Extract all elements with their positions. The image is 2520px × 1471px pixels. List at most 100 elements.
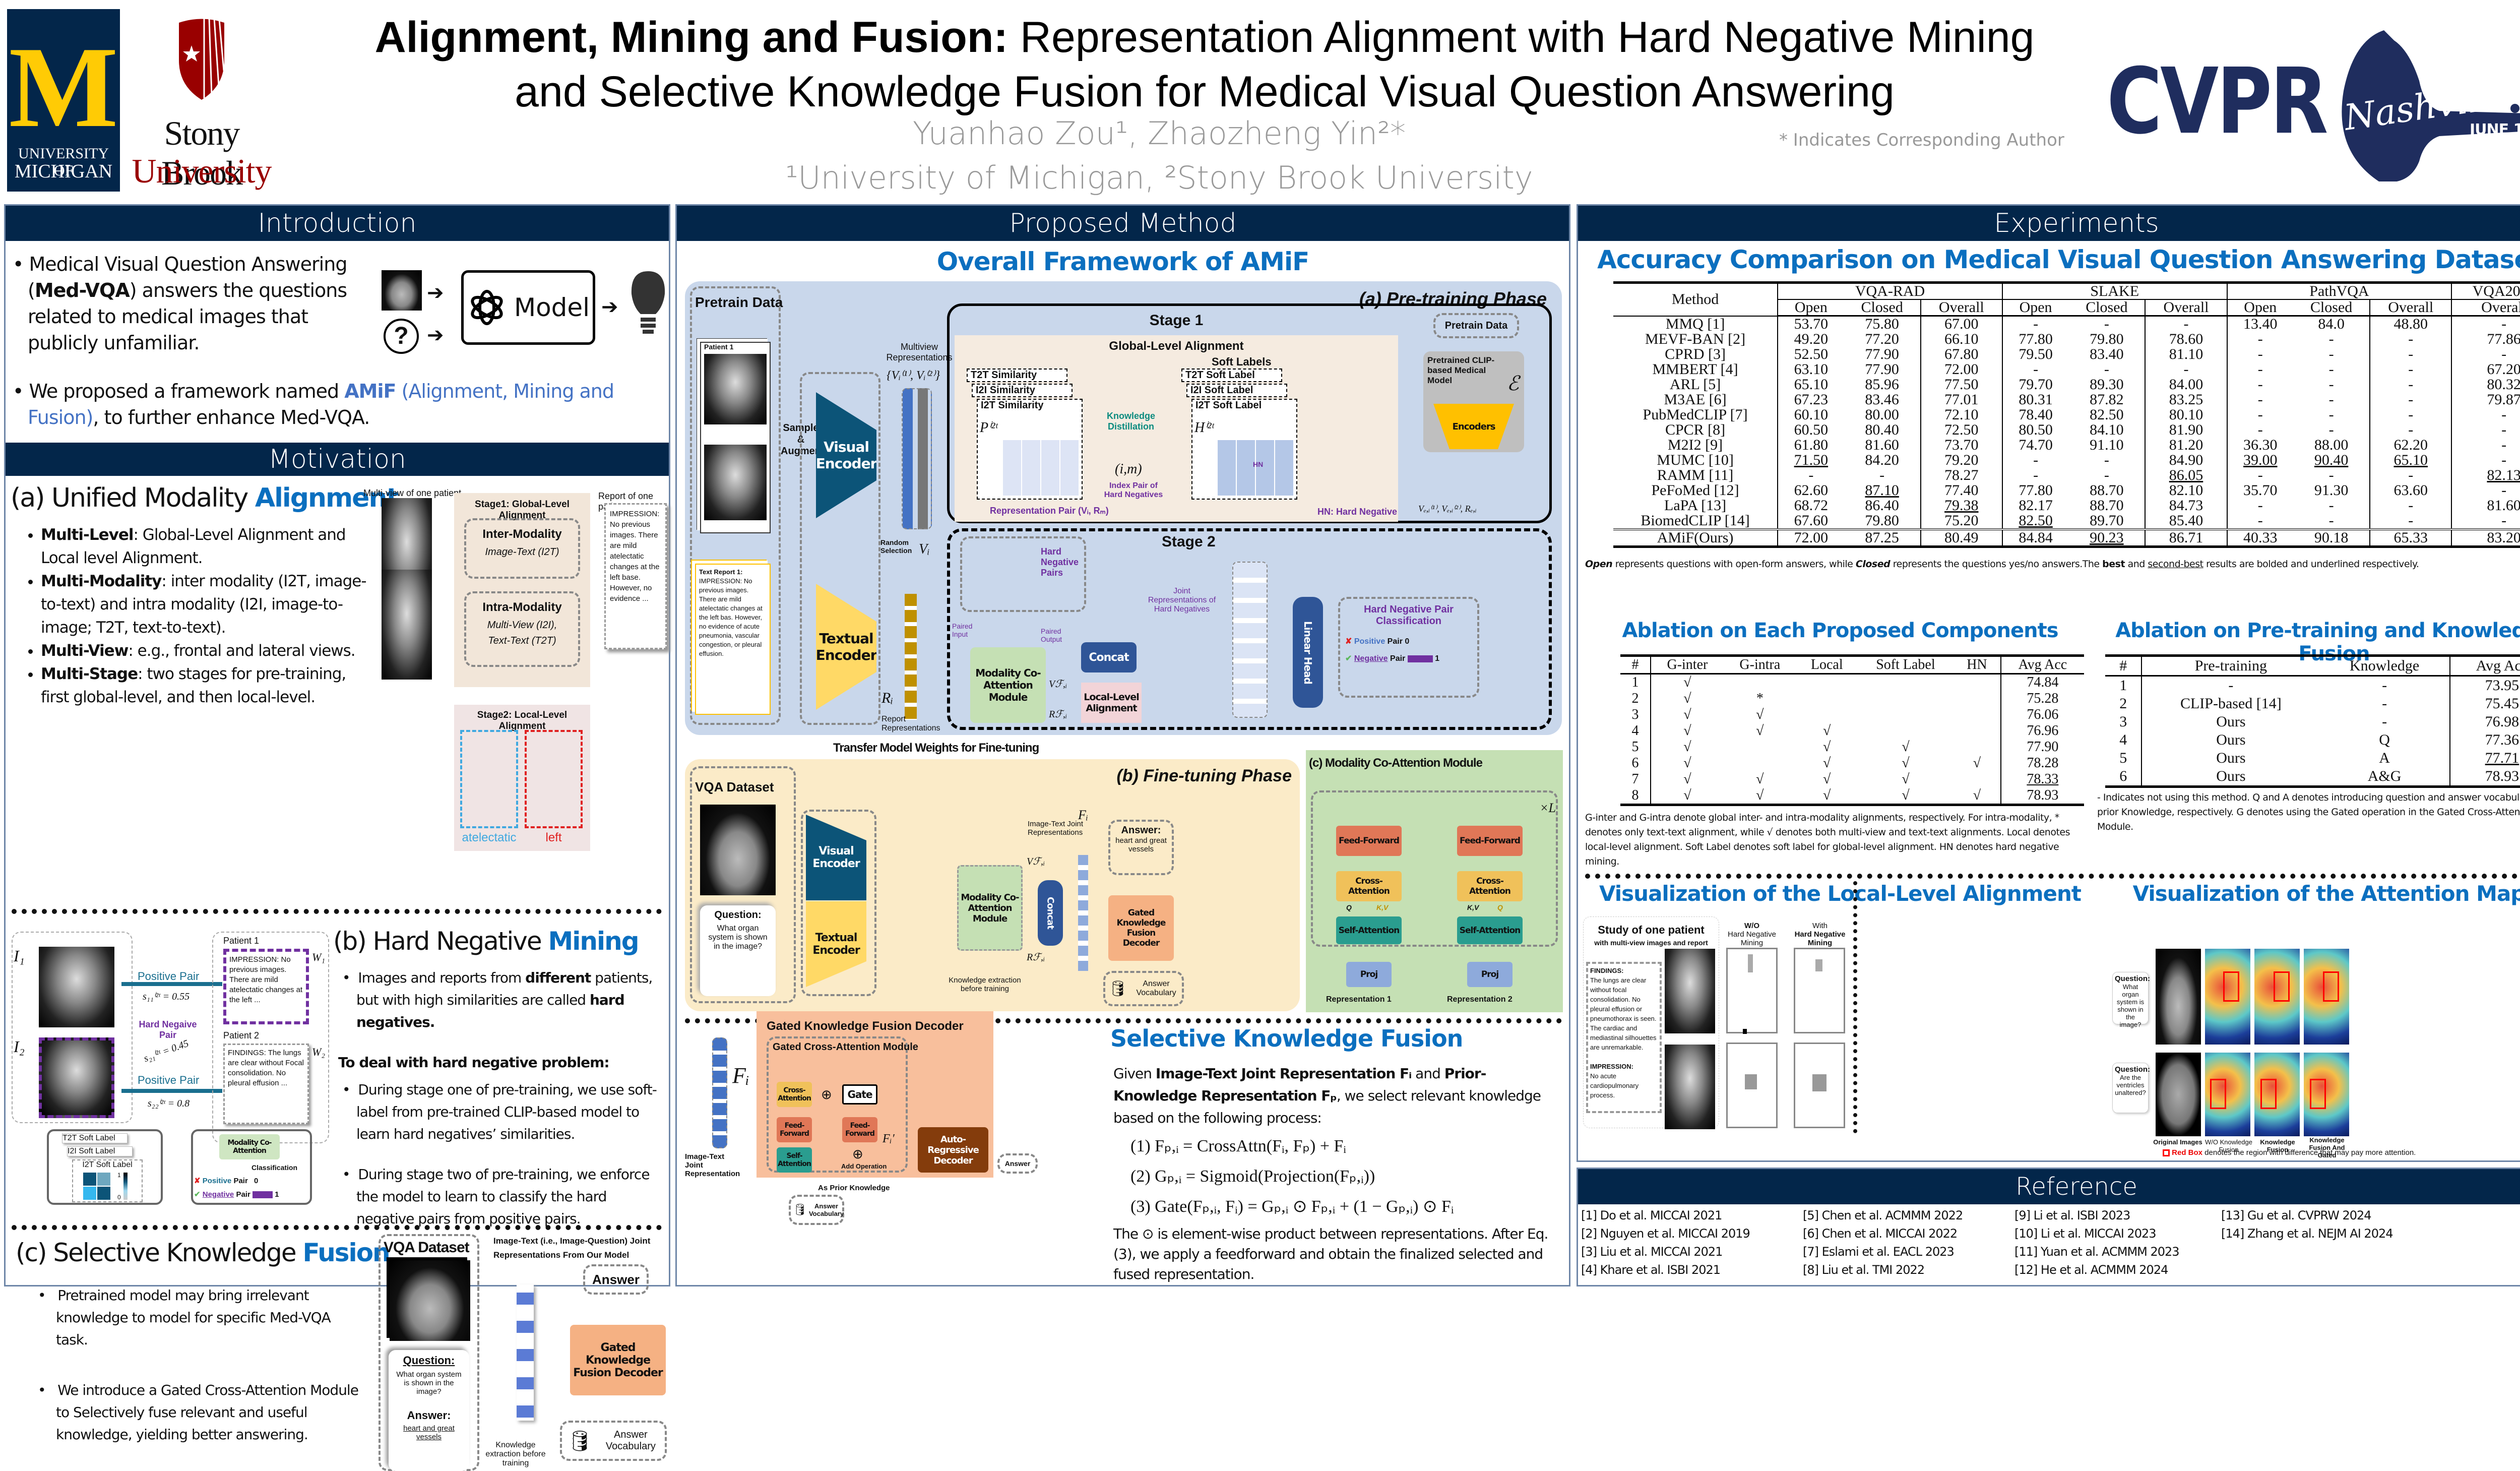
colorbar-max: 1: [117, 1172, 121, 1179]
value-cell: 67.00: [1920, 316, 2003, 332]
value-cell: 67.20: [2487, 361, 2520, 378]
rf-label: Rℱ,ᵢ: [1027, 952, 1045, 963]
value-cell: -: [2293, 332, 2371, 347]
value-cell: -: [2033, 452, 2039, 468]
rf-label: Rℱ,ᵢ: [1049, 709, 1067, 720]
negative-row: ✔ Negative Pair 1: [194, 1190, 279, 1199]
table-cell: 4: [1620, 723, 1651, 739]
fusion-outro: The ⊙ is element-wise product between re…: [1113, 1225, 1548, 1282]
value-cell: -: [2501, 512, 2507, 529]
vf-label: Vℱ,ᵢ: [1049, 679, 1067, 690]
value-cell: 82.50: [2068, 407, 2146, 422]
reference-item: [7] Eslami et al. EACL 2023: [1803, 1245, 1955, 1259]
table-cell: 78.93: [2485, 768, 2519, 784]
column-header: G-inter: [1650, 655, 1724, 675]
gated-decoder-box: Gated Knowledge Fusion Decoder: [1108, 895, 1174, 961]
rep1-label: Representation 1: [1326, 995, 1392, 1004]
experiments-banner: Experiments: [1578, 206, 2520, 241]
table-cell: 3: [2105, 713, 2143, 731]
cross-attention-box: Cross-Attention: [777, 1082, 812, 1107]
multiview-rep-label: Multiview Representations: [886, 342, 953, 362]
x-icon: ✘: [194, 1177, 201, 1185]
column-header: #: [2105, 655, 2143, 677]
red-box-legend: Red Box denotes the region with differen…: [2163, 1148, 2416, 1157]
table-cell: [1724, 674, 1796, 691]
value-cell: 65.10: [1794, 376, 1829, 393]
value-cell: 77.20: [1844, 332, 1921, 347]
ablation1-title: Ablation on Each Proposed Components: [1622, 619, 2058, 642]
value-cell: 65.33: [2370, 529, 2452, 547]
table-cell: √: [1954, 755, 2001, 771]
motivation-c-title: (c) Selective Knowledge Fusion: [16, 1238, 391, 1267]
framework-title: Overall Framework of AMiF: [936, 247, 1310, 276]
value-cell: 80.49: [1920, 529, 2003, 547]
value-cell: 89.30: [2068, 377, 2146, 392]
encoders-trapezoid: Encoders: [1433, 404, 1514, 449]
joint-vector: [1078, 855, 1088, 971]
model-box: Model: [461, 270, 595, 345]
motivation-b-title: (b) Hard Negative Mining: [333, 927, 640, 956]
value-cell: 61.80: [1794, 437, 1829, 453]
table-cell: *: [1756, 691, 1763, 706]
sbu-text-1: Stony Brook: [161, 114, 243, 192]
patient1-report: IMPRESSION: No previous images. There ar…: [223, 949, 309, 1024]
list-item: • We introduce a Gated Cross-Attention M…: [38, 1382, 359, 1443]
image-group: [12, 932, 133, 1123]
value-cell: 82.13: [2487, 467, 2520, 483]
stage1-box: Stage 1 Global-Level Alignment T2T Simil…: [947, 303, 1552, 523]
column-header: Closed: [2293, 299, 2371, 317]
table-cell: √: [1954, 787, 2001, 805]
table-cell: √: [1902, 755, 1910, 771]
attn-map: [2304, 1053, 2349, 1136]
vf-label: Vℱ,ᵢ: [1027, 856, 1045, 867]
prior-knowledge-label: As Prior Knowledge: [818, 1184, 890, 1192]
self-attention-box: Self-Attention: [777, 1147, 812, 1173]
database-icon: 🛢: [793, 1203, 807, 1216]
q-label-right: Q: [1497, 903, 1503, 911]
negative-row: ✔ Negative Pair 1: [1345, 654, 1440, 663]
paired-input-label: Paired Input: [952, 622, 973, 638]
hn-figure: I₁ I₂ Positive Pair s₁₁ⁱ²ᵗ = 0.55 Hard N…: [12, 911, 334, 1209]
fi-label: Fᵢ: [732, 1063, 749, 1088]
value-cell: -: [2501, 421, 2507, 438]
table-cell: Ours: [2216, 768, 2246, 784]
reference-item: [8] Liu et al. TMI 2022: [1803, 1263, 1925, 1277]
i2i-soft: I2I Soft Label: [1186, 384, 1287, 397]
value-cell: 62.60: [1794, 482, 1829, 499]
vqa-dataset-box: [690, 766, 796, 1003]
neg-bar: [252, 1191, 273, 1199]
double-arrow-icon: [121, 1089, 222, 1093]
word-left: left: [545, 831, 562, 844]
value-cell: 65.10: [2370, 453, 2452, 468]
value-cell: -: [2370, 362, 2452, 377]
table-row: 3√√76.06: [1620, 707, 2084, 723]
t2t-soft: T2T Soft Label: [1181, 369, 1282, 382]
cvpr-text: CVPR: [2107, 49, 2328, 155]
pretrain-data-box: [690, 286, 781, 725]
transfer-label: Transfer Model Weights for Fine-tuning: [833, 741, 1039, 755]
table-cell: 78.93: [2027, 787, 2059, 803]
random-selection-label: Random Selection: [880, 538, 912, 555]
finetune-phase-label: (b) Fine-tuning Phase: [1116, 766, 1292, 785]
table-cell: √: [1683, 707, 1691, 722]
rep-pair-label: Representation Pair (Vᵢ, Rₘ): [990, 506, 1109, 516]
motivation-a-title: (a) Unified Modality Alignment: [11, 483, 399, 513]
table-cell: -: [2228, 677, 2234, 694]
table-cell: 77.90: [2027, 739, 2059, 755]
answer-vocab-box: 🛢 Answer Vocabulary: [1103, 971, 1184, 1006]
value-cell: 13.40: [2243, 316, 2278, 332]
lateral-xray: [1665, 1045, 1715, 1129]
value-cell: -: [2370, 377, 2452, 392]
multiview-symbol: {Vᵢ⁽¹⁾, Vᵢ⁽²⁾}: [887, 369, 940, 382]
red-box: [2274, 971, 2290, 1002]
question-card: Question: What organ system is shown in …: [700, 905, 776, 996]
column-header: Overall: [2451, 299, 2520, 317]
table-cell: √: [1683, 675, 1691, 690]
report-box: FINDINGS:The lungs are clear without foc…: [1586, 962, 1662, 1113]
frontal-xray: [382, 570, 432, 680]
intro-ct-thumbnail: [382, 270, 422, 311]
question-bubble-icon: ?: [384, 319, 419, 354]
table-cell: 4: [2105, 731, 2143, 749]
